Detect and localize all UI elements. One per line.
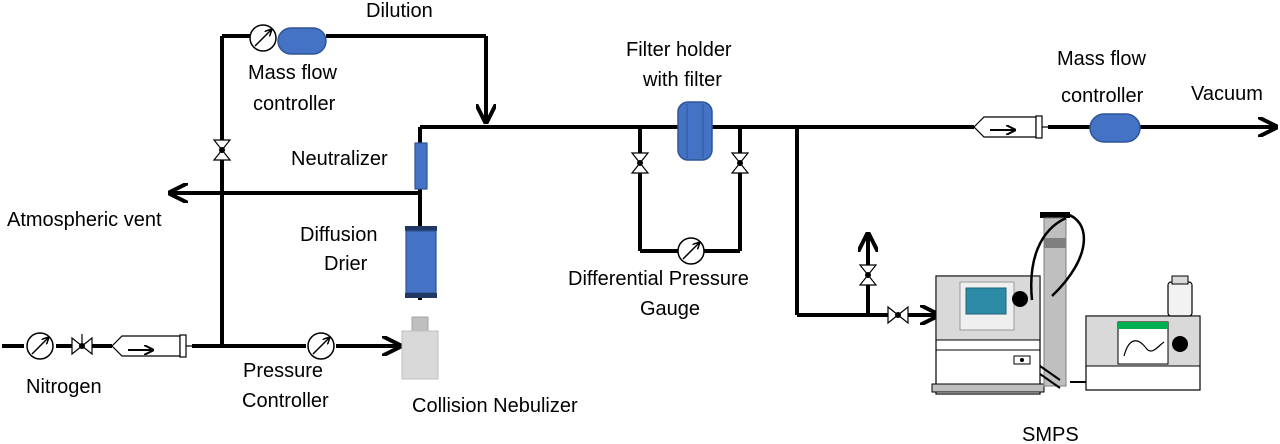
nitrogen-filter-cartridge-icon bbox=[111, 334, 192, 358]
bypass-valve-icon bbox=[212, 139, 232, 161]
collision-nebulizer bbox=[401, 316, 439, 380]
label-pc-line1: Pressure bbox=[243, 360, 323, 382]
loop-valve-right-icon bbox=[730, 152, 750, 174]
label-nitrogen: Nitrogen bbox=[26, 376, 102, 398]
label-mfc2-line1: Mass flow bbox=[1057, 48, 1146, 70]
dilution-mass-flow-controller bbox=[277, 27, 327, 55]
nitrogen-gauge-icon bbox=[26, 332, 54, 360]
label-mfc1-line1: Mass flow bbox=[248, 62, 337, 84]
vacuum-filter-cartridge-icon bbox=[973, 115, 1048, 139]
label-mfc2-line2: controller bbox=[1061, 85, 1144, 107]
differential-pressure-gauge-icon bbox=[677, 237, 705, 265]
neutralizer bbox=[414, 142, 428, 190]
label-dpg-line2: Gauge bbox=[640, 298, 700, 320]
label-atmospheric-vent: Atmospheric vent bbox=[7, 209, 162, 231]
diffusion-drier bbox=[405, 226, 437, 298]
vacuum-mass-flow-controller bbox=[1089, 113, 1141, 143]
label-smps: SMPS bbox=[1022, 424, 1079, 444]
label-dpg-line1: Differential Pressure bbox=[568, 268, 749, 290]
loop-valve-left-icon bbox=[630, 152, 650, 174]
label-filter-line1: Filter holder bbox=[626, 39, 732, 61]
smps-inlet-valve-icon bbox=[887, 305, 909, 325]
pressure-controller-gauge-icon bbox=[307, 332, 335, 360]
smps-bleed-valve-icon bbox=[858, 264, 878, 286]
dilution-gauge-icon bbox=[249, 24, 277, 52]
nitrogen-valve-icon bbox=[71, 334, 93, 356]
label-drier-line2: Drier bbox=[324, 253, 368, 275]
label-dilution: Dilution bbox=[366, 0, 433, 22]
smps-instrument bbox=[931, 212, 1201, 395]
label-nebulizer: Collision Nebulizer bbox=[412, 395, 578, 417]
label-drier-line1: Diffusion bbox=[300, 224, 377, 246]
filter-holder-icon bbox=[677, 101, 713, 161]
label-pc-line2: Controller bbox=[242, 390, 329, 412]
label-mfc1-line2: controller bbox=[253, 93, 336, 115]
label-filter-line2: with filter bbox=[642, 69, 722, 91]
label-neutralizer: Neutralizer bbox=[291, 148, 388, 170]
pipes bbox=[2, 34, 1274, 346]
label-vacuum: Vacuum bbox=[1191, 83, 1263, 105]
